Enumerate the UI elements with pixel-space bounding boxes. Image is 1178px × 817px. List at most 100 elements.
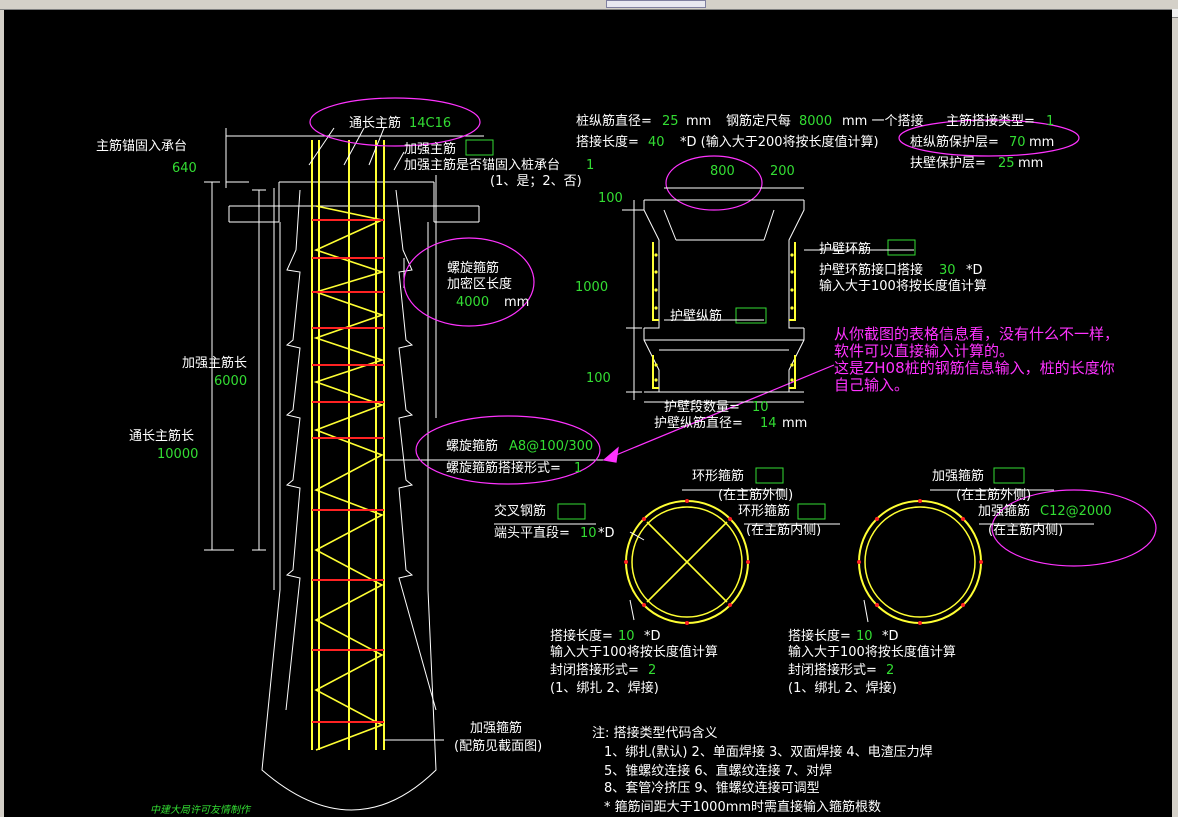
through-main-length-label: 通长主筋长 <box>129 428 194 444</box>
leader-lines <box>308 127 604 741</box>
lap-length-value[interactable]: 40 <box>648 135 665 150</box>
wall-ring-lap-unit: *D <box>966 263 983 278</box>
end-straight-unit: *D <box>598 526 615 541</box>
wall-bar-dots <box>654 253 794 382</box>
drawing-text: 主筋锚固入承台 640 通长主筋 14C16 加强主筋 加强主筋是否锚固入桩承台… <box>96 113 1119 816</box>
watermark: 中建大局许可友情制作 <box>150 804 252 816</box>
wall-ring-lap-value[interactable]: 30 <box>939 263 956 278</box>
section-right <box>857 499 983 625</box>
through-main-label: 通长主筋 <box>349 115 401 131</box>
underline-rules <box>494 489 1094 525</box>
pile-dia-label: 桩纵筋直径= <box>576 113 652 129</box>
note-line-2: 5、锥螺纹连接 6、直螺纹连接 7、对焊 <box>604 763 832 779</box>
spiral-label: 螺旋箍筋 <box>447 260 499 276</box>
note-line-3: 8、套管冷挤压 9、锥螺纹连接可调型 <box>604 780 820 796</box>
spiral-lap-value[interactable]: 1 <box>574 461 582 476</box>
reinforce-stirrup-label: 加强箍筋 <box>932 468 984 484</box>
lap-length-note: *D (输入大于200将按长度值计算) <box>680 134 879 150</box>
lap-a-label: 搭接长度= <box>550 628 613 644</box>
lap-a-value[interactable]: 10 <box>618 629 635 644</box>
reinforce-stirrup2-spec[interactable]: C12@2000 <box>1040 504 1112 519</box>
highlight-ellipses <box>309 97 1157 567</box>
dim-800[interactable]: 800 <box>710 164 735 179</box>
bar-length-value[interactable]: 8000 <box>799 114 832 129</box>
note-title: 注: 搭接类型代码含义 <box>592 725 718 741</box>
ring-stirrup-inner-label: 环形箍筋 <box>738 503 790 519</box>
reinforce-anchor-note: (1、是；2、否) <box>490 174 582 189</box>
wall-long-dia-label: 护壁纵筋直径= <box>654 415 743 431</box>
title-bar <box>0 0 1178 10</box>
cross-bar-label: 交叉钢筋 <box>494 503 546 519</box>
close-lap-a-label: 封闭搭接形式= <box>550 662 639 678</box>
cover-value[interactable]: 70 <box>1009 135 1026 150</box>
section-left <box>624 499 750 625</box>
cover-label: 桩纵筋保护层= <box>910 134 999 150</box>
reinforce-stirrup2-label: 加强箍筋 <box>978 503 1030 519</box>
end-straight-label: 端头平直段= <box>494 526 570 541</box>
scroll-up-button[interactable] <box>1172 9 1178 18</box>
bottom-stirrup-label: 加强箍筋 <box>470 720 522 736</box>
right-scroll-panel[interactable] <box>1172 9 1178 817</box>
dim-1000[interactable]: 1000 <box>575 280 608 295</box>
spiral-lap-label: 螺旋箍筋搭接形式= <box>446 460 561 476</box>
close-lap-b-value[interactable]: 2 <box>886 663 894 678</box>
through-main-length-value[interactable]: 10000 <box>157 447 198 462</box>
wall-cover-unit: mm <box>1018 156 1043 171</box>
wall-long-label: 护壁纵筋 <box>670 308 722 324</box>
pile-rebar-drawing: 主筋锚固入承台 640 通长主筋 14C16 加强主筋 加强主筋是否锚固入桩承台… <box>96 97 1157 816</box>
lap-b-unit: *D <box>882 629 899 644</box>
input-boxes[interactable] <box>465 139 1025 520</box>
anchor-value[interactable]: 640 <box>172 161 197 176</box>
bind-weld-b: (1、绑扎 2、焊接) <box>788 680 897 696</box>
spiral-spec-label: 螺旋箍筋 <box>446 438 498 454</box>
anchor-label: 主筋锚固入承台 <box>96 138 187 154</box>
reinforce-stirrup-outside: (在主筋外侧) <box>956 487 1031 503</box>
dim-200[interactable]: 200 <box>770 164 795 179</box>
wall-ring-note: 输入大于100将按长度值计算 <box>819 278 987 294</box>
wall-long-dia-unit: mm <box>782 416 807 431</box>
end-straight-value[interactable]: 10 <box>580 526 597 541</box>
ring-stirrup-label: 环形箍筋 <box>692 468 744 484</box>
main-lap-type-label: 主筋搭接类型= <box>946 113 1035 129</box>
bottom-stirrup-note: (配筋见截面图) <box>454 738 542 754</box>
spiral-stirrup <box>313 205 385 751</box>
comment-line-2: 软件可以直接输入计算的。 <box>834 342 1014 360</box>
dim-100-top[interactable]: 100 <box>598 191 623 206</box>
lap-b-label: 搭接长度= <box>788 628 851 644</box>
lap-a-unit: *D <box>644 629 661 644</box>
reinforce-main-length-label: 加强主筋长 <box>182 355 247 371</box>
window-tab-button[interactable] <box>606 0 706 8</box>
lap-b-value[interactable]: 10 <box>856 629 873 644</box>
dense-length-value[interactable]: 4000 <box>456 295 489 310</box>
reinforce-main-label: 加强主筋 <box>404 141 456 157</box>
bind-weld-a: (1、绑扎 2、焊接) <box>550 680 659 696</box>
main-bars <box>311 140 385 750</box>
close-lap-a-value[interactable]: 2 <box>648 663 656 678</box>
note-line-4: * 箍筋间距大于1000mm时需直接输入箍筋根数 <box>604 799 881 815</box>
wall-cover-value[interactable]: 25 <box>998 156 1015 171</box>
wall-ring-lap-label: 护壁环筋接口搭接 <box>819 262 923 278</box>
reinforce-main-length-value[interactable]: 6000 <box>214 374 247 389</box>
main-lap-type-value[interactable]: 1 <box>1046 114 1054 129</box>
drawing-canvas: 主筋锚固入承台 640 通长主筋 14C16 加强主筋 加强主筋是否锚固入桩承台… <box>4 10 1172 817</box>
reinforce-anchor-value[interactable]: 1 <box>586 158 594 173</box>
cover-unit: mm <box>1029 135 1054 150</box>
spiral-spec-value[interactable]: A8@100/300 <box>509 439 593 454</box>
wall-bars <box>652 242 796 389</box>
wall-seg-label: 护壁段数量= <box>664 400 740 415</box>
dense-length-label: 加密区长度 <box>447 276 512 292</box>
note-line-1: 1、绑扎(默认) 2、单面焊接 3、双面焊接 4、电渣压力焊 <box>604 744 933 760</box>
through-main-spec[interactable]: 14C16 <box>409 116 451 131</box>
ring-stirrup-inside: (在主筋内侧) <box>746 522 821 538</box>
lap-b-note: 输入大于100将按长度值计算 <box>788 644 956 660</box>
dim-100-bottom[interactable]: 100 <box>586 371 611 386</box>
wall-seg-value[interactable]: 10 <box>752 400 769 415</box>
wall-cover-label: 扶壁保护层= <box>910 156 986 171</box>
dense-length-unit: mm <box>504 295 529 310</box>
pile-dia-value[interactable]: 25 <box>662 114 679 129</box>
comment-line-1: 从你截图的表格信息看，没有什么不一样， <box>834 325 1119 343</box>
reinforce-stirrup2-inside: (在主筋内侧) <box>988 522 1063 538</box>
bar-length-label: 钢筋定尺每 <box>726 113 791 129</box>
wall-long-dia-value[interactable]: 14 <box>760 416 777 431</box>
reinforce-stirrup-marks <box>312 219 384 723</box>
